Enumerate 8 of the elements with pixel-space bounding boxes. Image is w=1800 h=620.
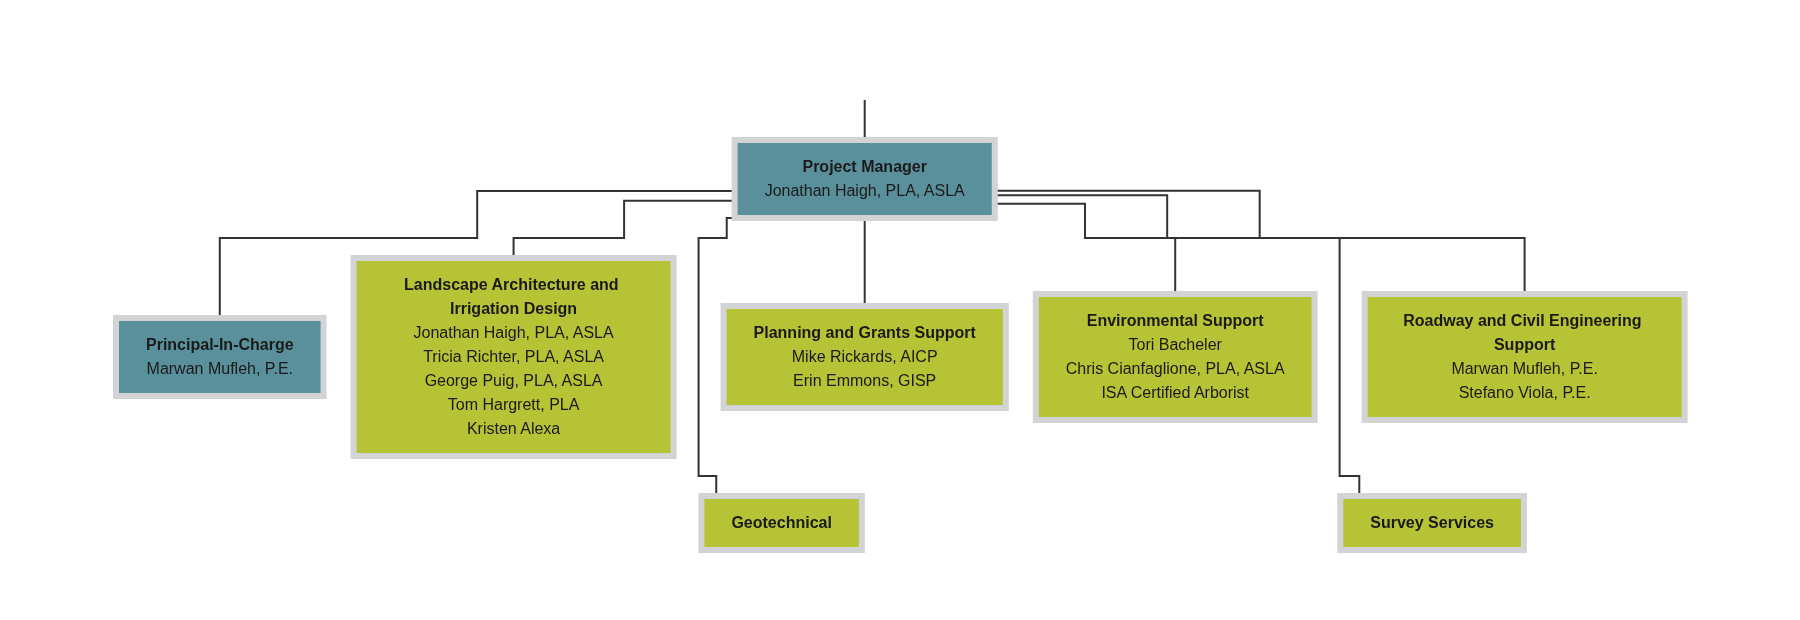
node-box: Planning and Grants Support Mike Rickards, AICP Erin Emmons, GISP	[720, 303, 1009, 411]
node-box: Roadway and Civil Engineering Support Marwan Mufleh, P.E. Stefano Viola, P.E.	[1361, 291, 1688, 423]
node-box: Environmental Support Tori Bacheler Chris Cianfaglione, PLA, ASLA ISA Certified Arborist	[1032, 291, 1318, 423]
node-box: Project Manager Jonathan Haigh, PLA, ASLA	[731, 137, 998, 221]
node-box: Landscape Architecture and Irrigation Design Jonathan Haigh, PLA, ASLA Tricia Richter, PLA, ASLA George Puig, PLA, ASLA Tom Hargrett, PLA Kristen Alexa	[350, 255, 677, 459]
node-box: Principal-In-Charge Marwan Mufleh, P.E.	[112, 315, 327, 399]
node-box: Survey Services	[1336, 493, 1527, 553]
node-box: Geotechnical	[698, 493, 865, 553]
